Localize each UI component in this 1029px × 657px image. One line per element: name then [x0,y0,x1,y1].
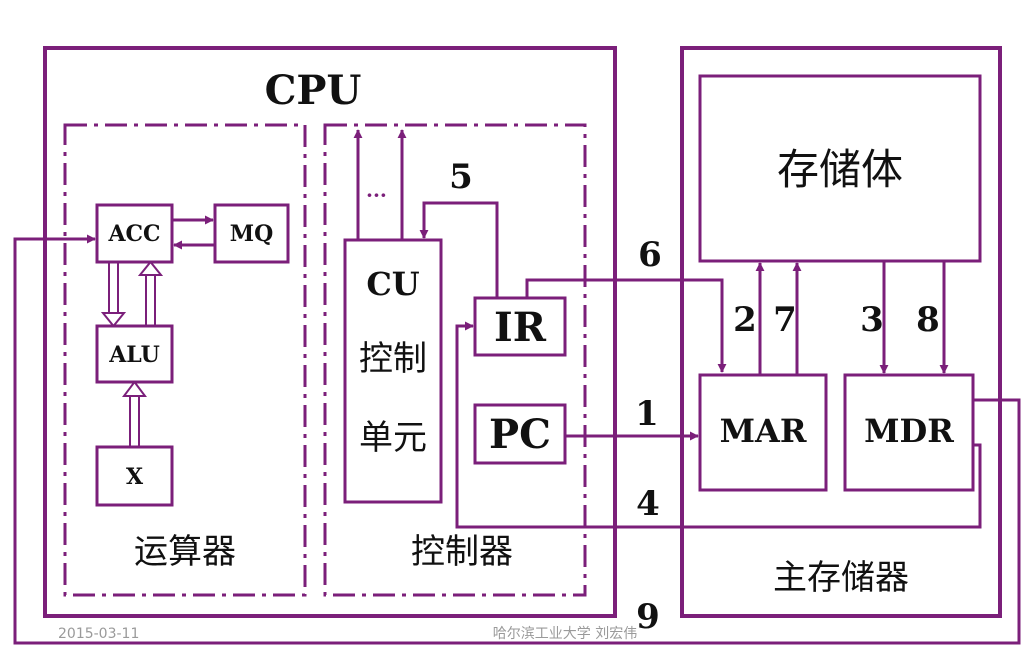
storage-box [698,74,982,263]
mar-box [698,373,828,492]
cu-label: CU [366,265,419,303]
footer-date: 2015-03-11 [58,626,139,642]
step-9-label: 9 [636,597,660,637]
x-label: X [126,464,144,490]
cpu-box [43,46,617,618]
cu-box [343,238,443,504]
step-6-label: 6 [638,235,662,275]
cu-sub-label-1: 控制 [359,339,427,379]
step-1-label: 1 [635,394,659,434]
cu-sub-label-2: 单元 [359,418,427,458]
footer-source: 哈尔滨工业大学 刘宏伟 [493,626,637,642]
pc-label: PC [489,411,551,458]
acc-box [95,203,174,264]
alu-label: ALU [108,342,160,368]
pc-box [473,403,567,465]
x-to-alu-hollow-arrow [122,380,147,447]
mdr-to-ir-arrow-4 [455,321,982,529]
mdr-box [843,373,975,492]
alu-region [63,123,307,597]
step-4-label: 4 [636,484,660,524]
ir-box [473,296,567,357]
step-3-label: 3 [860,300,884,340]
main-memory-box [680,46,1002,618]
step-2-label: 2 [733,300,757,340]
step-5-label: 5 [449,157,473,197]
main-memory-caption: 主存储器 [773,558,909,598]
storage-label: 存储体 [777,145,903,194]
alu-to-acc-hollow-arrow [137,260,164,326]
mq-label: MQ [230,221,274,247]
ir-label: IR [494,304,547,351]
control-signal-dots: ··· [366,183,387,207]
step-7-label: 7 [773,300,797,340]
x-box [95,445,174,507]
mar-label: MAR [720,412,807,450]
acc-to-alu-hollow-arrow [100,262,127,328]
mdr-label: MDR [864,412,954,450]
alu-section-caption: 运算器 [134,532,236,572]
mdr-to-acc-arrow-9 [13,234,1021,645]
ir-to-mar-arrow-6 [525,278,727,373]
control-region [323,123,587,597]
ir-to-cu-arrow-5 [419,201,499,298]
step-8-label: 8 [916,300,940,340]
cpu-title: CPU [265,67,362,114]
acc-label: ACC [107,221,160,247]
control-section-caption: 控制器 [411,532,513,572]
mq-box [213,203,290,264]
